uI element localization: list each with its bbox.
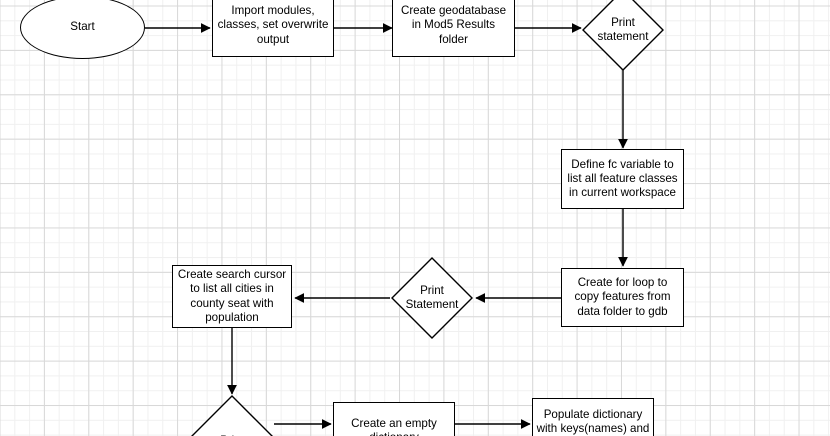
node-for-loop-label: Create for loop to copy features from da… [574,276,671,318]
node-print2-label: Print Statement [405,283,459,311]
node-search-cursor-label: Create search cursor to list all cities … [177,268,287,324]
node-print1-label: Print statement [597,15,649,43]
node-for-loop[interactable]: Create for loop to copy features from da… [561,268,684,327]
diamond-shape [191,395,273,436]
node-start-label: Start [70,20,95,34]
node-geodatabase-label: Create geodatabase in Mod5 Results folde… [400,4,507,46]
diamond-shape [582,0,664,71]
node-geodatabase[interactable]: Create geodatabase in Mod5 Results folde… [392,0,515,57]
node-populate-dict[interactable]: Populate dictionary with keys(names) and… [532,398,654,436]
node-empty-dict-label: Create an empty dictionary [351,416,437,436]
node-search-cursor[interactable]: Create search cursor to list all cities … [172,265,292,328]
diamond-shape [391,257,473,339]
node-start[interactable]: Start [20,0,145,59]
node-print3[interactable]: Print Statement [191,395,273,436]
node-populate-dict-label: Populate dictionary with keys(names) and… [536,407,650,435]
node-print2[interactable]: Print Statement [391,257,473,339]
node-define-fc-label: Define fc variable to list all feature c… [567,157,678,200]
node-define-fc[interactable]: Define fc variable to list all feature c… [561,149,684,209]
node-print1[interactable]: Print statement [582,0,664,71]
node-imports-label: Import modules, classes, set overwrite o… [217,4,329,46]
node-print3-label: Print Statement [191,395,273,436]
node-empty-dict[interactable]: Create an empty dictionary [333,402,455,436]
node-imports[interactable]: Import modules, classes, set overwrite o… [212,0,334,57]
